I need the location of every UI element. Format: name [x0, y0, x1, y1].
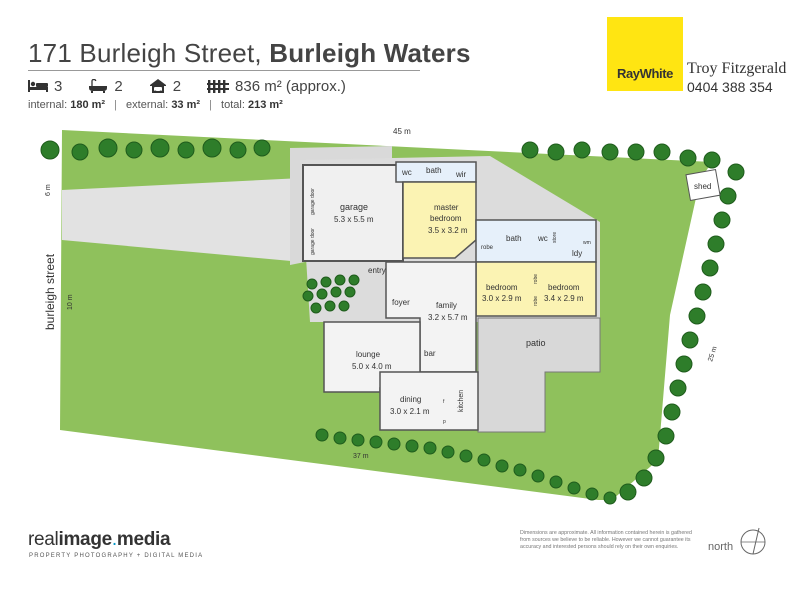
- land-size: 836 m² (approx.): [235, 77, 346, 95]
- external-label: external:: [126, 99, 169, 111]
- bedroom2-label: bedroom: [486, 283, 518, 292]
- garage-door-label-2: garage door: [310, 228, 316, 255]
- patio: [477, 317, 601, 433]
- fence-icon: [207, 80, 230, 93]
- page-title: 171 Burleigh Street, Burleigh Waters: [28, 38, 471, 69]
- logo-tagline: PROPERTY PHOTOGRAPHY + DIGITAL MEDIA: [29, 553, 204, 559]
- garage-door-label-1: garage door: [310, 188, 316, 215]
- dim-top: 45 m: [393, 127, 411, 136]
- feature-bathrooms: 2: [88, 77, 123, 95]
- dim-bottom: 37 m: [353, 453, 369, 460]
- lounge-size: 5.0 x 4.0 m: [352, 362, 392, 371]
- room-bedrooms: [475, 261, 597, 317]
- room-garage: [302, 164, 404, 262]
- wm-label: wm: [583, 240, 591, 246]
- bedroom3-label: bedroom: [548, 283, 580, 292]
- lounge-label: lounge: [356, 350, 381, 359]
- robe3-label: robe: [533, 296, 539, 306]
- dining-label: dining: [400, 395, 421, 404]
- bath1-label: bath: [426, 166, 442, 175]
- internal-label: internal:: [28, 99, 68, 111]
- feature-land: 836 m² (approx.): [207, 78, 346, 95]
- bath-icon: [89, 79, 108, 93]
- total-area: 213 m²: [247, 99, 283, 111]
- dim-right: 25 m: [707, 345, 719, 362]
- north-arrow-icon: [740, 527, 766, 555]
- total-label: total:: [221, 99, 245, 111]
- feature-cars: 2: [149, 78, 181, 95]
- bedroom3-size: 3.4 x 2.9 m: [544, 294, 584, 303]
- north-label: north: [708, 541, 734, 553]
- internal-area: 180 m²: [70, 99, 106, 111]
- wc2-label: wc: [537, 234, 548, 243]
- dim-left-small: 6 m: [45, 184, 52, 196]
- agent-name: Troy Fitzgerald: [687, 60, 787, 77]
- room-master-bedroom: [402, 181, 477, 259]
- raywhite-logo: RayWhite: [607, 17, 683, 91]
- garage-label: garage: [340, 202, 368, 212]
- store-label: store: [552, 232, 558, 243]
- disclaimer: Dimensions are approximate. All informat…: [520, 530, 692, 550]
- patio-label: patio: [526, 338, 546, 348]
- street-name: burleigh street: [43, 253, 57, 330]
- robe1-label: robe: [481, 245, 494, 251]
- bath2-label: bath: [506, 234, 522, 243]
- robe2-label: robe: [533, 274, 539, 284]
- family-size: 3.2 x 5.7 m: [428, 313, 468, 322]
- title-divider: [28, 70, 420, 71]
- kitchen-label: kitchen: [458, 390, 465, 412]
- dining-size: 3.0 x 2.1 m: [390, 407, 430, 416]
- feature-row: 3 2 2 836 m² (approx.): [28, 76, 372, 96]
- garage-size: 5.3 x 5.5 m: [334, 215, 374, 224]
- pantry-label: p: [443, 419, 446, 425]
- agent-phone: 0404 388 354: [687, 79, 773, 95]
- foyer-label: foyer: [392, 298, 410, 307]
- area-separator: |: [209, 99, 212, 111]
- logo-media: media: [116, 529, 171, 550]
- bedroom2-size: 3.0 x 2.9 m: [482, 294, 522, 303]
- logo-image: image: [58, 529, 112, 550]
- driveway: [62, 178, 302, 262]
- bar-label: bar: [424, 349, 436, 358]
- bedrooms-count: 3: [54, 77, 63, 95]
- logo-dot: .: [111, 529, 117, 550]
- master-size: 3.5 x 3.2 m: [428, 226, 468, 235]
- dim-left: 10 m: [67, 294, 74, 310]
- master-label-2: bedroom: [430, 214, 462, 223]
- bed-icon: [28, 80, 48, 92]
- area-separator: |: [114, 99, 117, 111]
- wir-label: wir: [455, 170, 467, 179]
- shed: [685, 169, 721, 201]
- feature-bedrooms: 3: [28, 78, 62, 95]
- wc1-label: wc: [401, 168, 412, 177]
- tree-row-right: [619, 187, 737, 501]
- title-suburb: Burleigh Waters: [269, 38, 471, 68]
- master-label-1: master: [434, 203, 459, 212]
- room-bath-laundry: [475, 219, 597, 263]
- shed-label: shed: [694, 182, 711, 191]
- area-summary: internal: 180 m² | external: 33 m² | tot…: [28, 99, 283, 111]
- tree-row-bottom: [315, 428, 617, 505]
- raywhite-logo-text: RayWhite: [616, 66, 674, 81]
- title-street: 171 Burleigh Street,: [28, 38, 262, 68]
- fridge-label: f: [443, 399, 445, 405]
- room-dining-kitchen: [379, 371, 479, 431]
- bathrooms-count: 2: [114, 77, 123, 95]
- car-icon: [149, 79, 166, 93]
- external-area: 33 m²: [171, 99, 201, 111]
- hedge-entry: [302, 274, 360, 314]
- tree-row-top: [40, 138, 745, 181]
- cars-count: 2: [172, 77, 182, 95]
- realimagemedia-logo: realimage.media: [28, 529, 171, 551]
- logo-real: real: [28, 529, 59, 550]
- ldy-label: ldy: [572, 249, 582, 258]
- entry-label: entry: [368, 266, 386, 275]
- family-label: family: [436, 301, 457, 310]
